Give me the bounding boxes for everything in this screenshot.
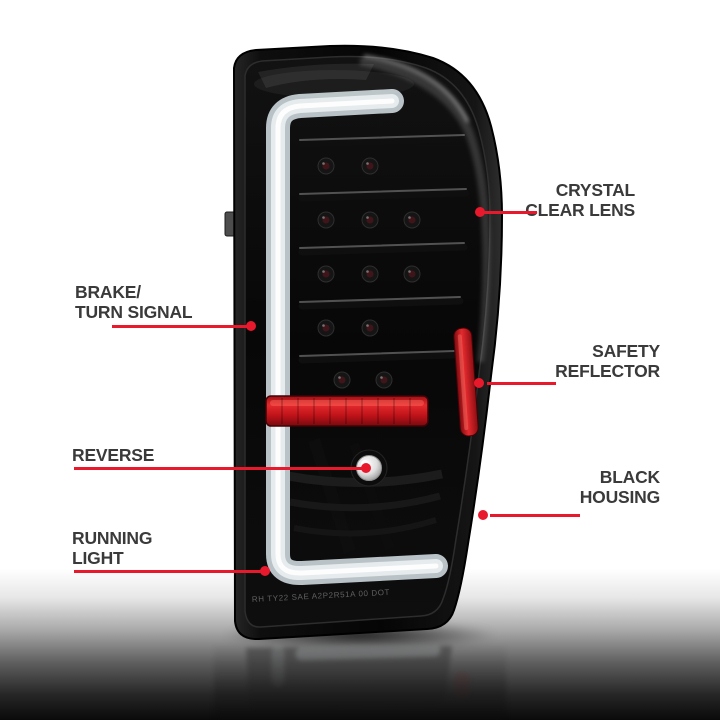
callout-text-line: TURN SIGNAL	[75, 302, 193, 322]
callout-label-crystal-clear-lens: CRYSTAL CLEAR LENS	[525, 180, 635, 220]
lens-slats	[298, 134, 470, 364]
callout-label-reverse: REVERSE	[72, 445, 154, 465]
callout-line-crystal-clear-lens	[484, 211, 537, 214]
callout-text-line: RUNNING	[72, 528, 153, 548]
callout-label-black-housing: BLACK HOUSING	[580, 467, 660, 507]
callout-text-line: SAFETY	[592, 341, 660, 361]
callout-line-brake-turn-signal	[112, 325, 249, 328]
callout-dot-brake-turn-signal	[246, 321, 256, 331]
callout-text-line: BLACK	[599, 467, 660, 487]
callout-text-line: LIGHT	[72, 548, 124, 568]
callout-label-running-light: RUNNING LIGHT	[72, 528, 152, 568]
callout-line-running-light	[74, 570, 263, 573]
callout-text-line: CRYSTAL	[555, 180, 635, 200]
housing-top-reflection	[258, 63, 374, 88]
callout-dot-running-light	[260, 566, 270, 576]
callout-line-reverse	[74, 467, 363, 470]
floor-reflection	[214, 646, 506, 720]
callout-text-line: REFLECTOR	[555, 361, 660, 381]
taillight-product-image: RH TY22 SAE A2P2R51A 00 DOT	[224, 44, 504, 641]
callout-dot-black-housing	[478, 510, 488, 520]
callout-dot-reverse	[361, 463, 371, 473]
callout-text-line: HOUSING	[579, 487, 660, 507]
callout-text-line: CLEAR LENS	[525, 200, 635, 220]
callout-label-brake-turn-signal: BRAKE/ TURN SIGNAL	[75, 282, 193, 322]
callout-text-line: REVERSE	[72, 445, 155, 465]
callout-dot-safety-reflector	[474, 378, 484, 388]
led-light-bar	[266, 89, 448, 586]
led-array	[317, 157, 421, 389]
callout-line-safety-reflector	[487, 382, 556, 385]
lens-glare	[254, 54, 491, 362]
callout-text-line: BRAKE/	[75, 282, 141, 302]
brake-reflector-bar	[265, 395, 429, 427]
callout-dot-crystal-clear-lens	[475, 207, 485, 217]
callout-label-safety-reflector: SAFETY REFLECTOR	[555, 341, 660, 381]
callout-line-black-housing	[490, 514, 580, 517]
